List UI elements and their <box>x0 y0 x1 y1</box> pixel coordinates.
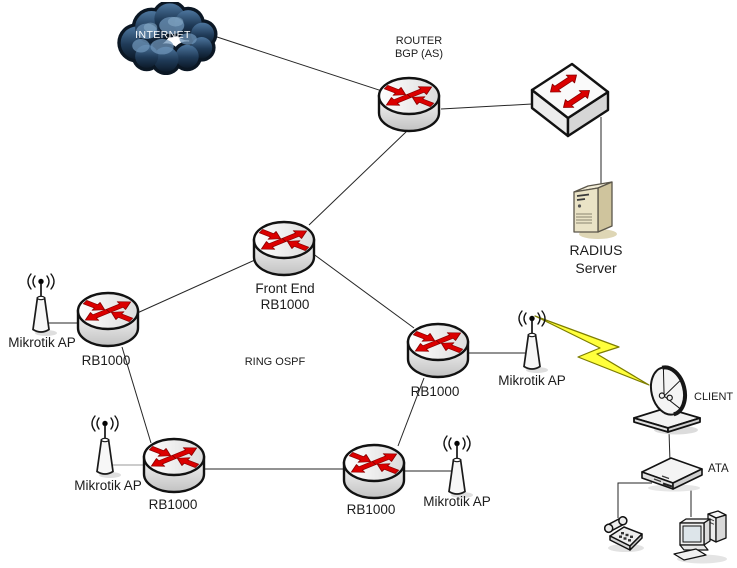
label-ap-right: Mikrotik AP <box>489 373 575 389</box>
rb1000-bottom-mid-router-icon <box>342 443 406 500</box>
label-ap-left-text: Mikrotik AP <box>8 335 76 350</box>
label-front-end: Front End RB1000 <box>244 281 326 312</box>
label-radius-line1: RADIUS <box>569 242 623 258</box>
label-ap-right-text: Mikrotik AP <box>498 373 566 388</box>
rb1000-left-router-icon <box>76 291 140 348</box>
client-dish-icon <box>632 364 702 437</box>
desktop-computer-icon <box>673 510 728 564</box>
label-ring-ospf-text: RING OSPF <box>244 356 306 368</box>
label-ring-ospf: RING OSPF <box>240 356 310 369</box>
label-bgp-line1: ROUTER <box>395 35 443 47</box>
edge-dish-ata <box>668 430 671 463</box>
front-end-router-icon <box>252 220 316 277</box>
label-ap-bottom-left-text: Mikrotik AP <box>74 478 142 493</box>
label-rb1000-right-text: RB1000 <box>410 384 460 399</box>
telephone-icon <box>602 515 645 553</box>
core-switch-icon <box>530 62 610 138</box>
mikrotik-ap-left-icon <box>27 273 58 337</box>
label-client: CLIENT <box>694 391 737 404</box>
label-radius-server: RADIUS Server <box>556 241 636 277</box>
label-front-end-line1: Front End <box>255 281 315 296</box>
ata-device-icon <box>641 457 703 493</box>
edge-bgp-switch <box>440 103 533 110</box>
edge-ata-phone <box>617 482 652 518</box>
label-internet-text: INTERNET <box>135 29 191 41</box>
label-bgp-line2: BGP (AS) <box>394 47 444 60</box>
label-radius-line2: Server <box>575 260 617 276</box>
edge-internet-bgp <box>213 35 389 94</box>
edge-frontend-rbright <box>311 252 415 329</box>
label-bgp-router: ROUTER BGP (AS) <box>381 35 457 61</box>
label-client-text: CLIENT <box>694 391 734 403</box>
label-rb1000-left-text: RB1000 <box>81 353 131 368</box>
radius-server-icon <box>573 181 618 240</box>
edge-rbleft-rbbottomleft <box>121 346 152 444</box>
label-ap-left: Mikrotik AP <box>0 335 85 351</box>
label-rb1000-left: RB1000 <box>71 353 141 369</box>
label-ap-bottom-text: Mikrotik AP <box>423 494 491 509</box>
edge-rbbottommid-rbright <box>397 377 425 447</box>
edge-bgp-frontend <box>308 130 408 226</box>
bgp-router-icon <box>377 76 441 133</box>
label-rb1000-bottom-mid: RB1000 <box>336 502 406 518</box>
label-ap-bottom: Mikrotik AP <box>414 494 500 510</box>
rb1000-bottom-left-router-icon <box>142 437 206 494</box>
label-rb1000-bottom-left: RB1000 <box>138 497 208 513</box>
label-ap-bottom-left: Mikrotik AP <box>65 478 151 494</box>
mikrotik-ap-bottom-left-icon <box>91 415 122 479</box>
label-ata-text: ATA <box>708 463 729 475</box>
label-rb1000-right: RB1000 <box>400 384 470 400</box>
label-rb1000-bottom-left-text: RB1000 <box>148 497 198 512</box>
rb1000-right-router-icon <box>406 322 470 379</box>
edge-frontend-rbleft <box>134 258 258 315</box>
connection-lines <box>48 35 692 518</box>
mikrotik-ap-bottom-icon <box>443 435 474 499</box>
label-rb1000-bottom-mid-text: RB1000 <box>346 502 396 517</box>
label-ata: ATA <box>708 463 737 476</box>
label-front-end-line2: RB1000 <box>260 296 310 312</box>
wireless-bolt-icon <box>534 315 650 386</box>
label-internet: INTERNET <box>126 29 200 41</box>
